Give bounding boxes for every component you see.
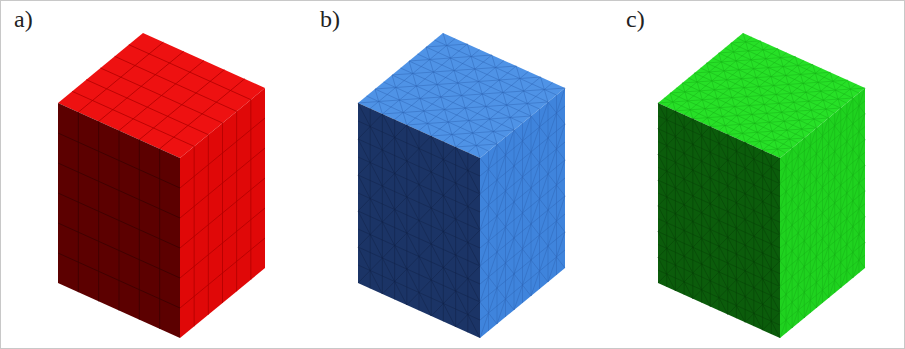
cube-face xyxy=(58,103,180,338)
panel-label: c) xyxy=(626,6,645,32)
mesh-lines xyxy=(480,88,565,338)
mesh-cube xyxy=(58,33,265,338)
panel-label: a) xyxy=(14,6,33,32)
mesh-cube xyxy=(658,33,865,338)
mesh-lines xyxy=(658,103,780,338)
mesh-lines xyxy=(358,103,480,338)
mesh-cube xyxy=(358,33,565,338)
mesh-lines xyxy=(780,88,865,338)
panel-label: b) xyxy=(320,6,340,32)
cube-face xyxy=(358,103,480,338)
mesh-lines xyxy=(180,100,265,327)
mesh-cubes xyxy=(58,33,865,338)
panel-label-holder: c) xyxy=(626,6,645,33)
cube-face xyxy=(480,88,565,338)
cube-face xyxy=(658,103,780,338)
panel-label-holder: b) xyxy=(320,6,340,33)
cube-face xyxy=(780,88,865,338)
mesh-lines xyxy=(58,112,180,329)
panel-label-holder: a) xyxy=(14,6,33,33)
cube-face xyxy=(180,88,265,338)
